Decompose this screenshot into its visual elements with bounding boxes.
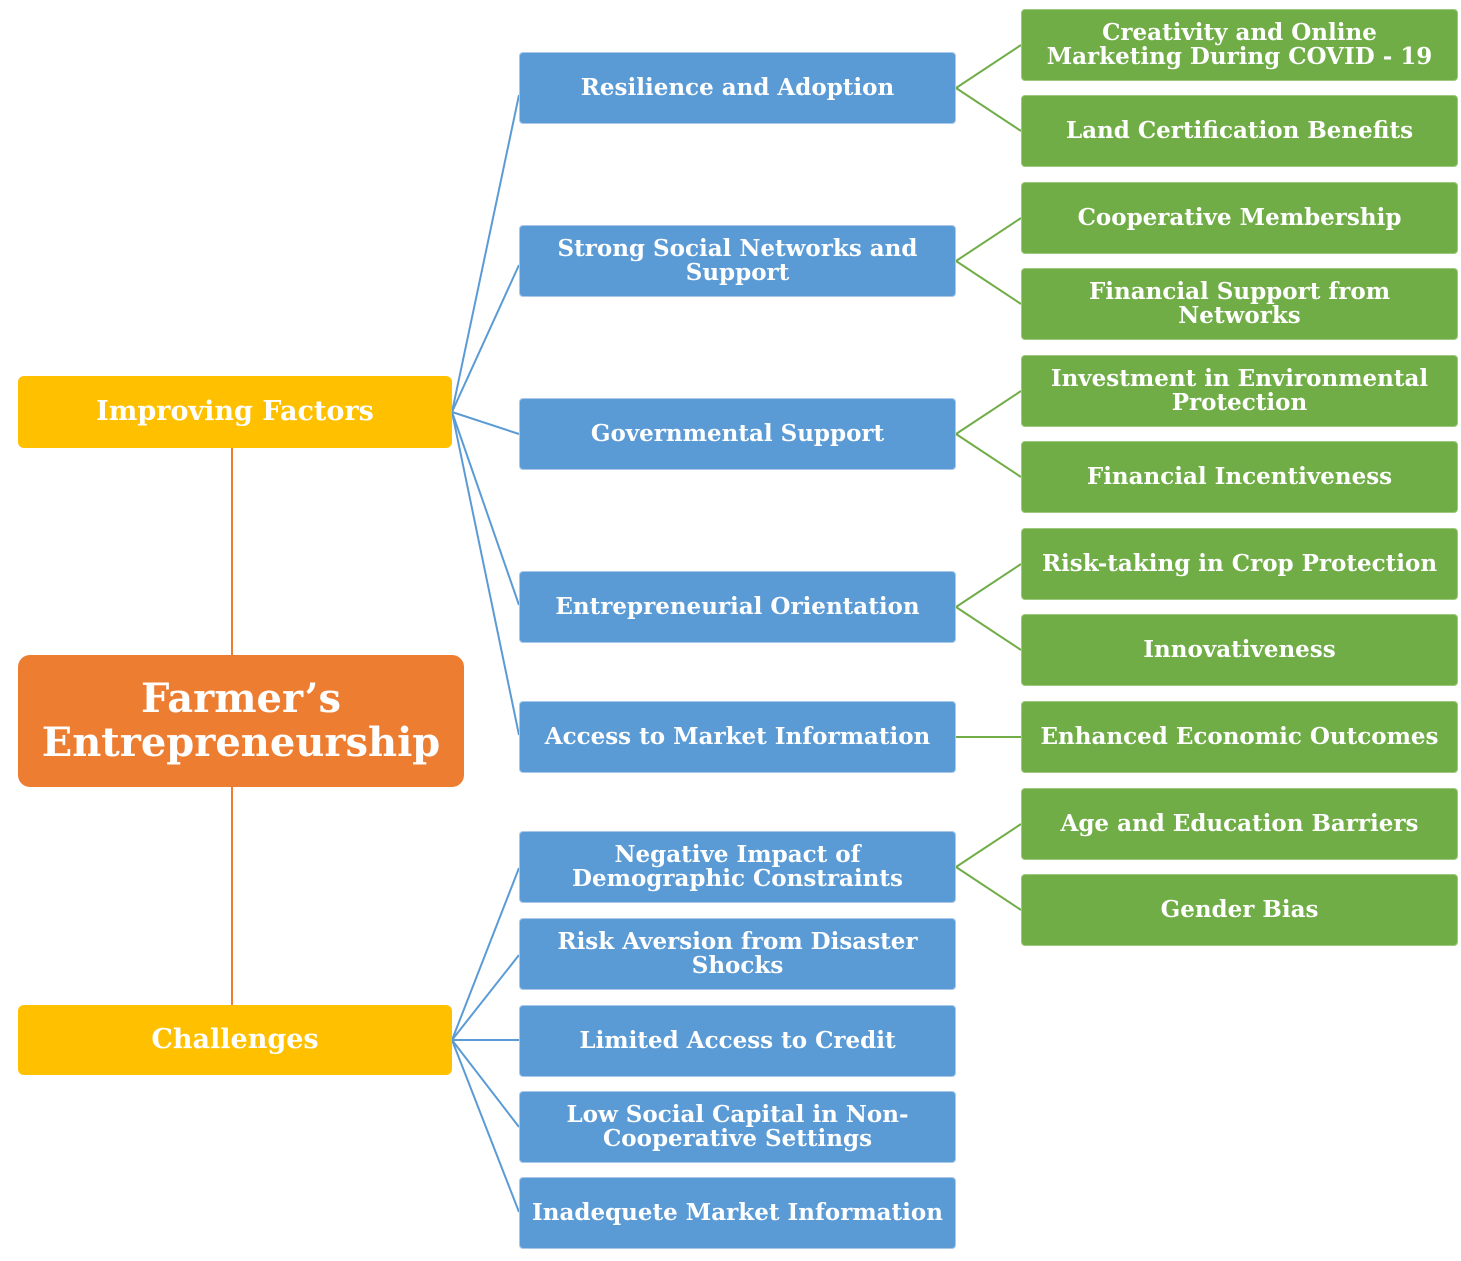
improving-to-mid-3-line [451,411,520,435]
mid-4-to-leaf-7-line [955,563,1022,608]
cmid-1-to-leaf-10-line [955,823,1022,868]
challenges-to-mid-4-line [451,1039,520,1128]
leaf-cooperative-membership: Cooperative Membership [1021,182,1458,254]
leaf-financial-support-networks: Financial Support from Networks [1021,268,1458,340]
category-improving-factors: Improving Factors [18,376,452,448]
leaf-enhanced-economic-outcomes: Enhanced Economic Outcomes [1021,701,1458,773]
leaf-innovativeness: Innovativeness [1021,614,1458,686]
mid-low-social-capital: Low Social Capital in Non-Cooperative Se… [519,1091,956,1163]
mid-2-to-leaf-4-line [955,260,1022,305]
leaf-creativity-online-marketing: Creativity and Online Marketing During C… [1021,9,1458,81]
category-challenges: Challenges [18,1005,452,1075]
mid-strong-social-networks: Strong Social Networks and Support [519,225,956,297]
mid-3-to-leaf-5-line [955,390,1022,435]
mid-3-to-leaf-6-line [955,433,1022,478]
improving-to-mid-2-line [451,264,520,413]
mid-negative-impact-demographic: Negative Impact of Demographic Constrain… [519,831,956,903]
challenges-to-mid-1-line [451,867,520,1041]
mid-access-to-market-information: Access to Market Information [519,701,956,773]
leaf-financial-incentiveness: Financial Incentiveness [1021,441,1458,513]
leaf-age-education-barriers: Age and Education Barriers [1021,788,1458,860]
challenges-to-mid-2-line [451,954,520,1041]
leaf-land-certification: Land Certification Benefits [1021,95,1458,167]
root-line-1: Farmer’s [141,675,341,722]
leaf-investment-environmental: Investment in Environmental Protection [1021,355,1458,427]
cmid-1-to-leaf-11-line [955,866,1022,911]
root-node-farmers-entrepreneurship: Farmer’s Entrepreneurship [18,655,464,787]
mid-4-to-leaf-8-line [955,606,1022,651]
mid-governmental-support: Governmental Support [519,398,956,470]
mid-entrepreneurial-orientation: Entrepreneurial Orientation [519,571,956,643]
improving-to-mid-1-line [451,94,520,413]
leaf-risk-taking-crop: Risk-taking in Crop Protection [1021,528,1458,600]
root-line-2: Entrepreneurship [41,719,441,766]
challenges-to-mid-5-line [451,1039,520,1213]
mid-limited-access-credit: Limited Access to Credit [519,1005,956,1077]
mid-1-to-leaf-2-line [955,87,1022,132]
mid-inadequete-market-information: Inadequete Market Information [519,1177,956,1249]
improving-to-mid-4-line [451,411,520,606]
mid-resilience-and-adoption: Resilience and Adoption [519,52,956,124]
mid-2-to-leaf-3-line [955,217,1022,262]
mid-1-to-leaf-1-line [955,44,1022,89]
improving-to-mid-5-line [451,411,520,736]
mid-risk-aversion-disaster: Risk Aversion from Disaster Shocks [519,918,956,990]
leaf-gender-bias: Gender Bias [1021,874,1458,946]
